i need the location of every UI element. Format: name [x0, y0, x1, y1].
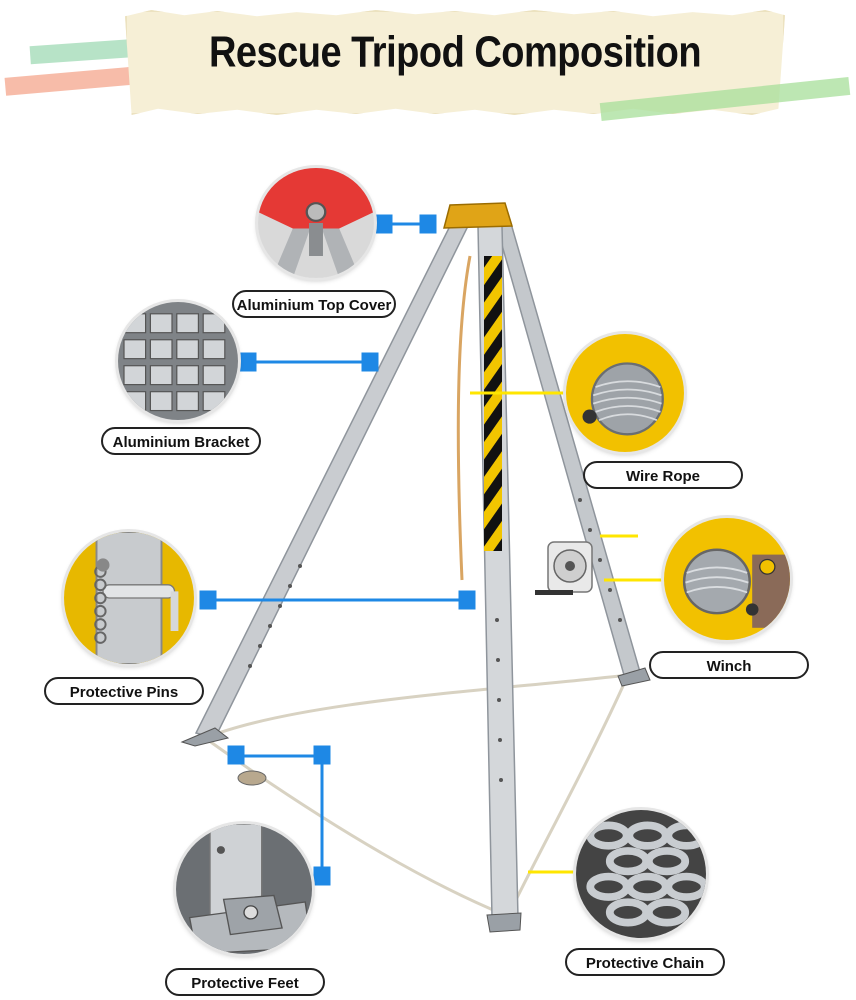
thumb-wire-rope: [566, 334, 684, 452]
winch-unit: [535, 541, 593, 595]
thumb-bracket: [118, 302, 238, 420]
hazard-stripe: [484, 256, 502, 551]
thumb-top-cover: [258, 168, 374, 278]
tripod-head: [443, 202, 514, 229]
thumb-chain: [576, 810, 706, 938]
label-top-cover: Aluminium Top Cover: [232, 290, 396, 318]
thumb-feet: [176, 824, 312, 954]
label-winch: Winch: [649, 651, 809, 679]
label-wire-rope: Wire Rope: [583, 461, 743, 489]
ground-rope-back: [204, 673, 629, 740]
label-pins: Protective Pins: [44, 677, 204, 705]
label-feet: Protective Feet: [165, 968, 325, 996]
thumb-pins: [64, 532, 194, 664]
title-banner: Rescue Tripod Composition: [0, 0, 856, 140]
label-chain: Protective Chain: [565, 948, 725, 976]
hanging-rope: [456, 255, 472, 581]
page-title: Rescue Tripod Composition: [208, 28, 702, 78]
foot-front: [486, 912, 522, 933]
ground-rope-right: [508, 674, 630, 913]
thumb-winch: [664, 518, 790, 640]
label-bracket: Aluminium Bracket: [101, 427, 261, 455]
ground-anchor: [237, 770, 267, 786]
foot-right: [617, 667, 651, 687]
foot-left: [180, 727, 230, 747]
ground-rope-left: [204, 736, 506, 917]
